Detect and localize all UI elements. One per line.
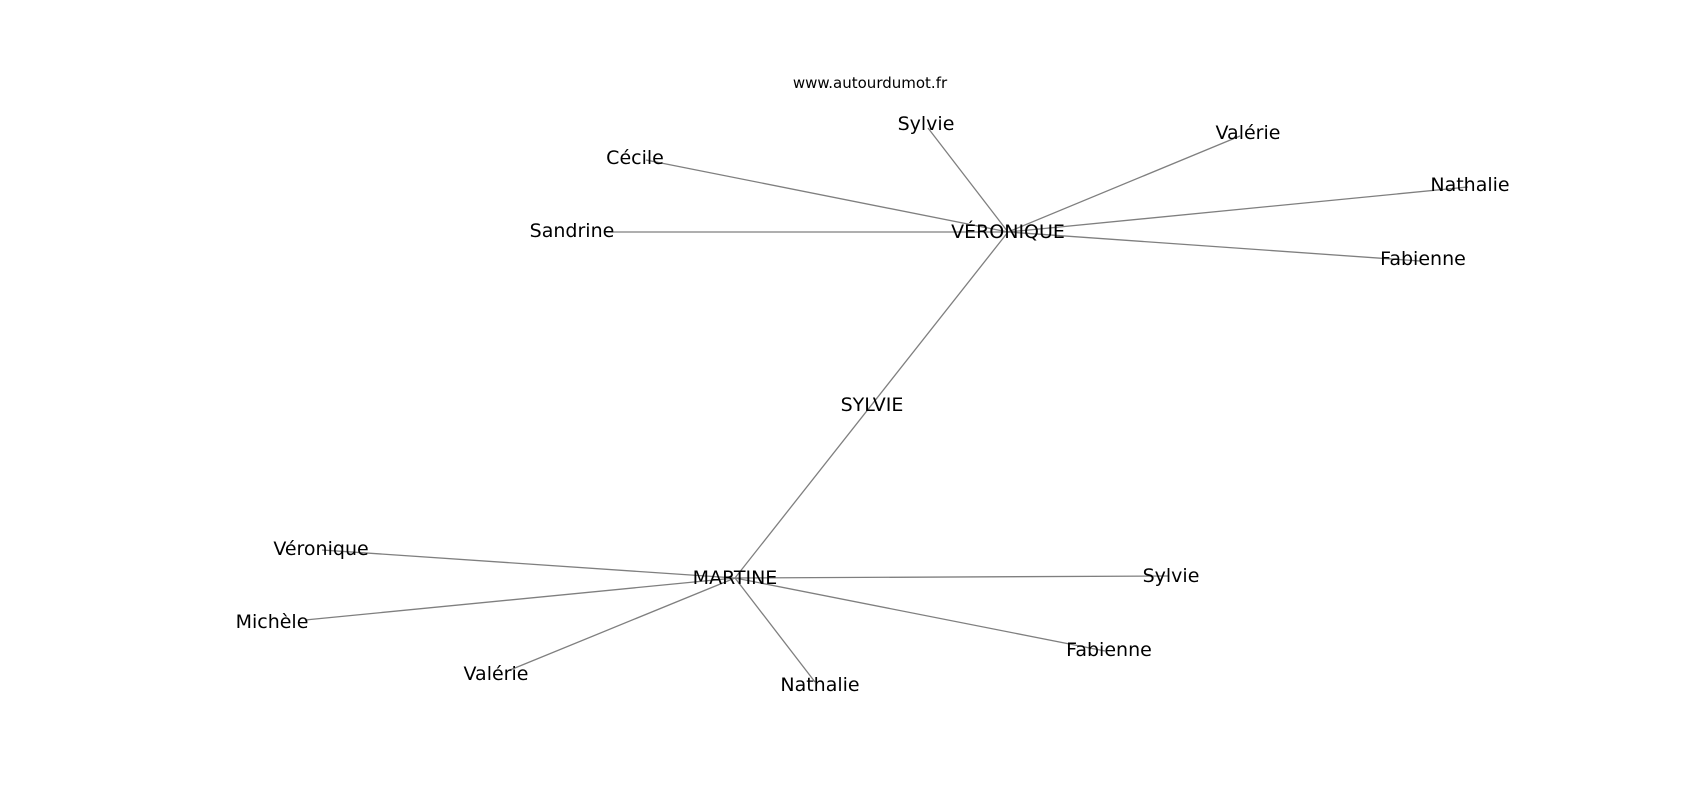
edge-martine-hub-m-valerie xyxy=(509,577,736,671)
node-label-m-veronique: Véronique xyxy=(273,538,368,560)
node-label-v-sandrine: Sandrine xyxy=(530,220,615,242)
node-label-m-sylvie: Sylvie xyxy=(1143,565,1200,587)
edge-veronique-hub-v-sylvie xyxy=(927,127,1009,233)
node-label-v-sylvie: Sylvie xyxy=(898,113,955,135)
edge-martine-hub-m-sylvie xyxy=(734,575,1169,579)
node-label-v-cecile: Cécile xyxy=(606,147,664,169)
node-label-m-nathalie: Nathalie xyxy=(780,674,859,696)
node-label-v-valerie: Valérie xyxy=(1216,122,1281,144)
edge-veronique-hub-v-nathalie xyxy=(1007,186,1469,233)
edge-veronique-hub-v-valerie xyxy=(1007,135,1241,233)
edge-martine-hub-m-veronique xyxy=(321,549,736,579)
node-label-sylvie-center: SYLVIE xyxy=(841,394,904,416)
edge-veronique-hub-martine-hub xyxy=(734,231,1009,579)
node-label-veronique-hub: VÉRONIQUE xyxy=(951,220,1065,243)
edge-veronique-hub-v-fabienne xyxy=(1007,231,1421,262)
edge-layer xyxy=(304,127,1469,683)
node-label-martine-hub: MARTINE xyxy=(693,567,778,589)
watermark-text: www.autourdumot.fr xyxy=(793,74,948,92)
node-label-m-fabienne: Fabienne xyxy=(1066,639,1152,661)
node-label-m-valerie: Valérie xyxy=(464,663,529,685)
edge-martine-hub-m-nathalie xyxy=(734,577,816,683)
edge-martine-hub-m-fabienne xyxy=(734,577,1106,652)
node-label-m-michele: Michèle xyxy=(236,611,309,633)
node-label-v-nathalie: Nathalie xyxy=(1430,174,1509,196)
node-label-v-fabienne: Fabienne xyxy=(1380,248,1466,270)
edge-martine-hub-m-michele xyxy=(304,577,736,621)
edge-veronique-hub-v-cecile xyxy=(645,159,1009,233)
